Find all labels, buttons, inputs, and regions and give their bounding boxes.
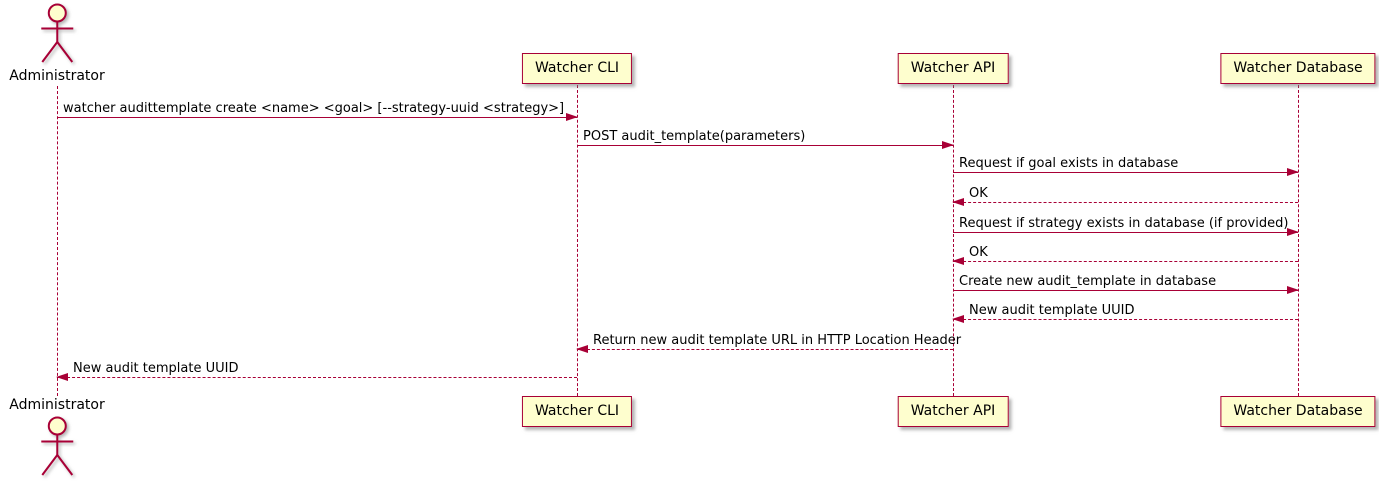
- lifeline-watcher-database: [1298, 85, 1299, 396]
- message-label: Request if strategy exists in database (…: [959, 216, 1289, 231]
- arrowhead-icon: [942, 141, 954, 150]
- arrowhead-icon: [952, 315, 964, 324]
- participant-watcher-api-top: Watcher API: [897, 53, 1009, 84]
- participant-watcher-cli-bottom: Watcher CLI: [521, 396, 633, 427]
- message-label: OK: [969, 186, 988, 201]
- arrowhead-icon: [576, 345, 588, 354]
- actor-administrator-top: Administrator: [9, 3, 105, 85]
- participant-watcher-database-bottom: Watcher Database: [1220, 396, 1376, 427]
- message-arrow: [56, 373, 577, 382]
- message-label: watcher audittemplate create <name> <goa…: [63, 101, 565, 116]
- message-create-new-audit-template: Create new audit_template in database: [953, 274, 1299, 295]
- message-label: OK: [969, 245, 988, 260]
- message-label: New audit template UUID: [73, 361, 239, 376]
- message-create-audittemplate: watcher audittemplate create <name> <goa…: [57, 101, 578, 122]
- message-label: New audit template UUID: [969, 303, 1135, 318]
- message-arrow: [952, 315, 1298, 324]
- message-arrow: [952, 257, 1298, 266]
- message-label: Return new audit template URL in HTTP Lo…: [593, 333, 962, 348]
- participant-label: Watcher CLI: [534, 403, 620, 419]
- actor-administrator-bottom: Administrator: [9, 397, 105, 479]
- actor-stick-figure-icon: [41, 3, 73, 63]
- participant-watcher-api-bottom: Watcher API: [897, 396, 1009, 427]
- actor-label: Administrator: [9, 397, 105, 413]
- arrowhead-icon: [952, 257, 964, 266]
- participant-label: Watcher API: [910, 403, 996, 419]
- message-post-audit-template: POST audit_template(parameters): [577, 129, 954, 150]
- arrowhead-icon: [952, 198, 964, 207]
- lifeline-watcher-cli: [577, 85, 578, 396]
- message-request-goal-exists: Request if goal exists in database: [953, 156, 1299, 177]
- lifeline-watcher-api: [953, 85, 954, 396]
- message-return-url-location-header: Return new audit template URL in HTTP Lo…: [576, 333, 962, 354]
- message-label: Request if goal exists in database: [959, 156, 1179, 171]
- message-label: Create new audit_template in database: [959, 274, 1217, 289]
- participant-watcher-database-top: Watcher Database: [1220, 53, 1376, 84]
- message-request-strategy-exists: Request if strategy exists in database (…: [953, 216, 1299, 237]
- message-ok-strategy: OK: [952, 245, 1298, 266]
- participant-label: Watcher CLI: [534, 60, 620, 76]
- arrowhead-icon: [1287, 228, 1299, 237]
- participant-label: Watcher Database: [1233, 60, 1363, 76]
- participant-watcher-cli-top: Watcher CLI: [521, 53, 633, 84]
- message-new-audit-template-uuid-admin: New audit template UUID: [56, 361, 577, 382]
- message-new-audit-template-uuid-db: New audit template UUID: [952, 303, 1298, 324]
- message-arrow: [953, 228, 1299, 237]
- message-label: POST audit_template(parameters): [583, 129, 806, 144]
- message-ok-goal: OK: [952, 186, 1298, 207]
- actor-stick-figure-icon: [41, 416, 73, 476]
- participant-label: Watcher Database: [1233, 403, 1363, 419]
- actor-label: Administrator: [9, 68, 105, 84]
- arrowhead-icon: [1287, 286, 1299, 295]
- arrowhead-icon: [566, 113, 578, 122]
- arrowhead-icon: [1287, 168, 1299, 177]
- message-arrow: [576, 345, 953, 354]
- message-arrow: [952, 198, 1298, 207]
- lifeline-administrator: [57, 86, 58, 396]
- message-arrow: [577, 141, 954, 150]
- message-arrow: [953, 286, 1299, 295]
- message-arrow: [953, 168, 1299, 177]
- arrowhead-icon: [56, 373, 68, 382]
- message-arrow: [57, 113, 578, 122]
- participant-label: Watcher API: [910, 60, 996, 76]
